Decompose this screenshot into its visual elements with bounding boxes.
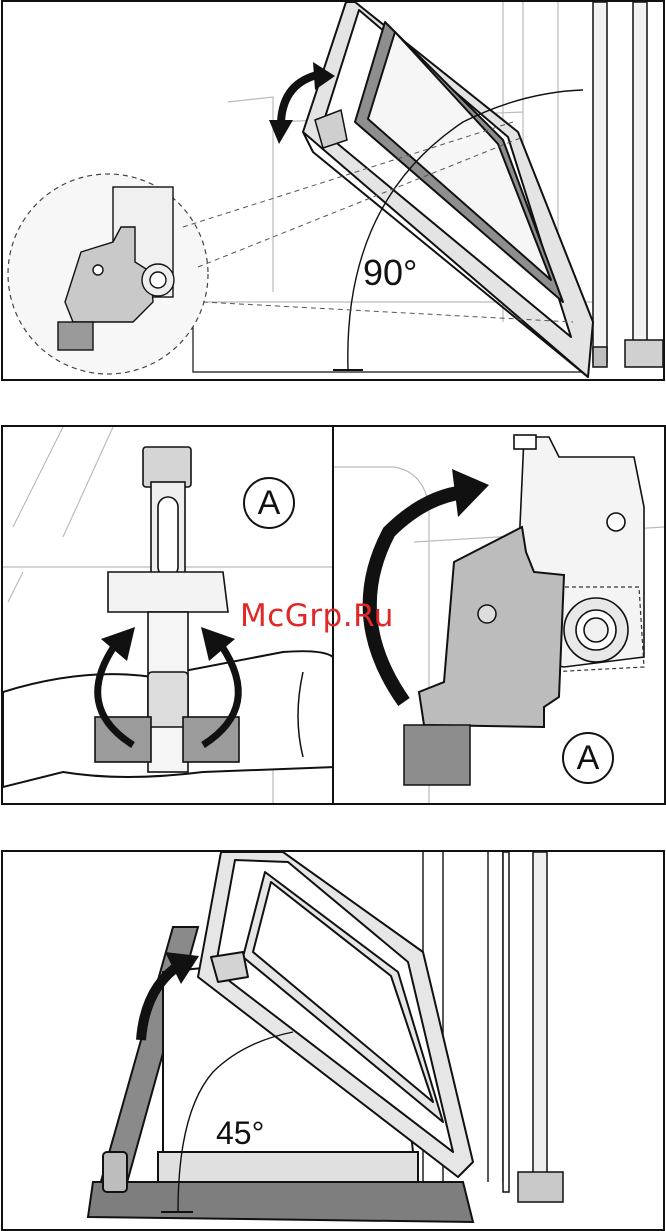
hinge-clip [95, 447, 239, 772]
callout-label-a-right: A [562, 732, 614, 784]
callout-label-a-left: A [243, 477, 295, 529]
oven-door-90 [303, 2, 593, 377]
appliance-right-frame [593, 2, 663, 367]
door-90-illustration [3, 2, 665, 381]
angle-label-45: 45° [216, 1115, 264, 1152]
angle-label-90: 90° [363, 252, 417, 294]
figure-door-45-degrees: 45° [1, 850, 665, 1231]
figure-door-90-degrees: 90° [1, 0, 665, 381]
watermark-text: McGrp.Ru [240, 598, 394, 634]
appliance-right-frame [503, 852, 563, 1202]
door-45-illustration [3, 852, 665, 1231]
